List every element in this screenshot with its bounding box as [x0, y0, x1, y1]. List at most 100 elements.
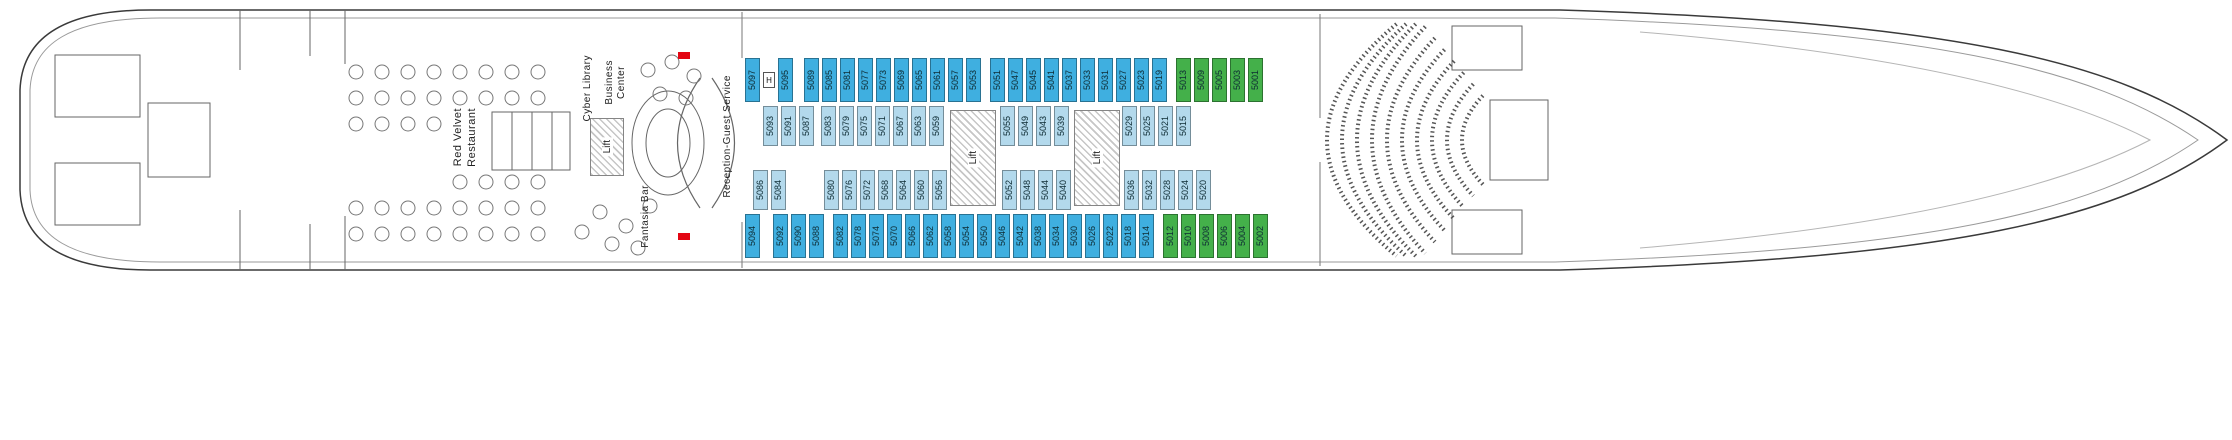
cabin-number: 5025 — [1142, 115, 1152, 137]
cabin-number: 5062 — [925, 225, 935, 247]
cabin-number: 5055 — [1002, 115, 1012, 137]
cabin-5059: 5059 — [929, 106, 944, 146]
row-gap — [789, 170, 824, 210]
cabin-number: 5078 — [853, 225, 863, 247]
cabin-number: 5066 — [907, 225, 917, 247]
cabin-number: 5051 — [992, 69, 1002, 91]
cabin-5075: 5075 — [857, 106, 872, 146]
restaurant-label-line1: Red Velvet — [452, 108, 464, 167]
cabin-number: 5010 — [1183, 225, 1193, 247]
lift-midship: Lift — [590, 118, 624, 176]
cabin-number: 5044 — [1040, 179, 1050, 201]
cabin-number: 5072 — [862, 179, 872, 201]
cabin-5001: 5001 — [1248, 58, 1263, 102]
cabin-5015: 5015 — [1176, 106, 1191, 146]
cabin-5004: 5004 — [1235, 214, 1250, 258]
cabin-number: 5091 — [783, 115, 793, 137]
cabin-number: 5052 — [1004, 179, 1014, 201]
cabin-5086: 5086 — [753, 170, 768, 210]
cabin-5053: 5053 — [966, 58, 981, 102]
cabin-number: 5036 — [1126, 179, 1136, 201]
row-gap — [950, 170, 1002, 210]
cabin-number: 5033 — [1082, 69, 1092, 91]
cabin-number: 5086 — [755, 179, 765, 201]
cabin-number: 5069 — [896, 69, 906, 91]
cabin-number: 5021 — [1160, 115, 1170, 137]
cabin-number: 5054 — [961, 225, 971, 247]
cabin-5050: 5050 — [977, 214, 992, 258]
cabin-5074: 5074 — [869, 214, 884, 258]
cabin-5034: 5034 — [1049, 214, 1064, 258]
cabin-number: 5057 — [950, 69, 960, 91]
theatre-seat-rows — [1325, 22, 1485, 258]
cabin-number: 5056 — [934, 179, 944, 201]
cabin-5043: 5043 — [1036, 106, 1051, 146]
cabin-5049: 5049 — [1018, 106, 1033, 146]
cabin-5090: 5090 — [791, 214, 806, 258]
cabin-5028: 5028 — [1160, 170, 1175, 210]
cabin-number: 5049 — [1020, 115, 1030, 137]
business-center-label-line1: Business — [604, 60, 615, 105]
cabin-5057: 5057 — [948, 58, 963, 102]
cabin-5092: 5092 — [773, 214, 788, 258]
atrium-ovals — [631, 90, 705, 196]
red-marker-bottom — [678, 233, 690, 240]
cabin-number: 5081 — [842, 69, 852, 91]
restaurant-label-line2: Restaurant — [466, 108, 478, 167]
cabin-number: 5013 — [1178, 69, 1188, 91]
row-gap — [1072, 106, 1122, 146]
handicap-marker: H — [763, 72, 775, 88]
cabin-number: 5084 — [773, 179, 783, 201]
hull-inner — [29, 17, 2199, 263]
cabin-number: 5097 — [747, 69, 757, 91]
cabin-number: 5087 — [801, 115, 811, 137]
cabin-5003: 5003 — [1230, 58, 1245, 102]
cabin-number: 5045 — [1028, 69, 1038, 91]
cabin-5021: 5021 — [1158, 106, 1173, 146]
cabin-number: 5005 — [1214, 69, 1224, 91]
cabin-5046: 5046 — [995, 214, 1010, 258]
cabin-5084: 5084 — [771, 170, 786, 210]
cabin-number: 5018 — [1123, 225, 1133, 247]
cabin-number: 5083 — [823, 115, 833, 137]
cabin-number: 5077 — [860, 69, 870, 91]
cabin-5081: 5081 — [840, 58, 855, 102]
red-marker-top — [678, 52, 690, 59]
cabin-5029: 5029 — [1122, 106, 1137, 146]
cabin-5008: 5008 — [1199, 214, 1214, 258]
business-center-label-line2: Center — [616, 66, 627, 100]
cabin-number: 5009 — [1196, 69, 1206, 91]
cabin-5064: 5064 — [896, 170, 911, 210]
lift-shaft-1: Lift — [950, 110, 996, 206]
cabin-number: 5073 — [878, 69, 888, 91]
cabin-5023: 5023 — [1134, 58, 1149, 102]
cabin-number: 5026 — [1087, 225, 1097, 247]
restaurant-tables — [348, 54, 702, 256]
cabin-number: 5004 — [1237, 225, 1247, 247]
cabin-5019: 5019 — [1152, 58, 1167, 102]
cabin-5048: 5048 — [1020, 170, 1035, 210]
cabin-number: 5070 — [889, 225, 899, 247]
cabin-5052: 5052 — [1002, 170, 1017, 210]
cabin-5042: 5042 — [1013, 214, 1028, 258]
cabin-number: 5003 — [1232, 69, 1242, 91]
cabin-5068: 5068 — [878, 170, 893, 210]
reception-label: Reception-Guest Service — [722, 75, 733, 198]
cabin-5030: 5030 — [1067, 214, 1082, 258]
cabin-5018: 5018 — [1121, 214, 1136, 258]
cabin-number: 5058 — [943, 225, 953, 247]
cabin-5013: 5013 — [1176, 58, 1191, 102]
cabin-number: 5050 — [979, 225, 989, 247]
cabin-number: 5094 — [747, 225, 757, 247]
cabin-number: 5061 — [932, 69, 942, 91]
cabin-number: 5088 — [811, 225, 821, 247]
cabin-5070: 5070 — [887, 214, 902, 258]
cabin-number: 5074 — [871, 225, 881, 247]
cabin-number: 5095 — [780, 69, 790, 91]
cabin-number: 5001 — [1250, 69, 1260, 91]
cabin-5014: 5014 — [1139, 214, 1154, 258]
